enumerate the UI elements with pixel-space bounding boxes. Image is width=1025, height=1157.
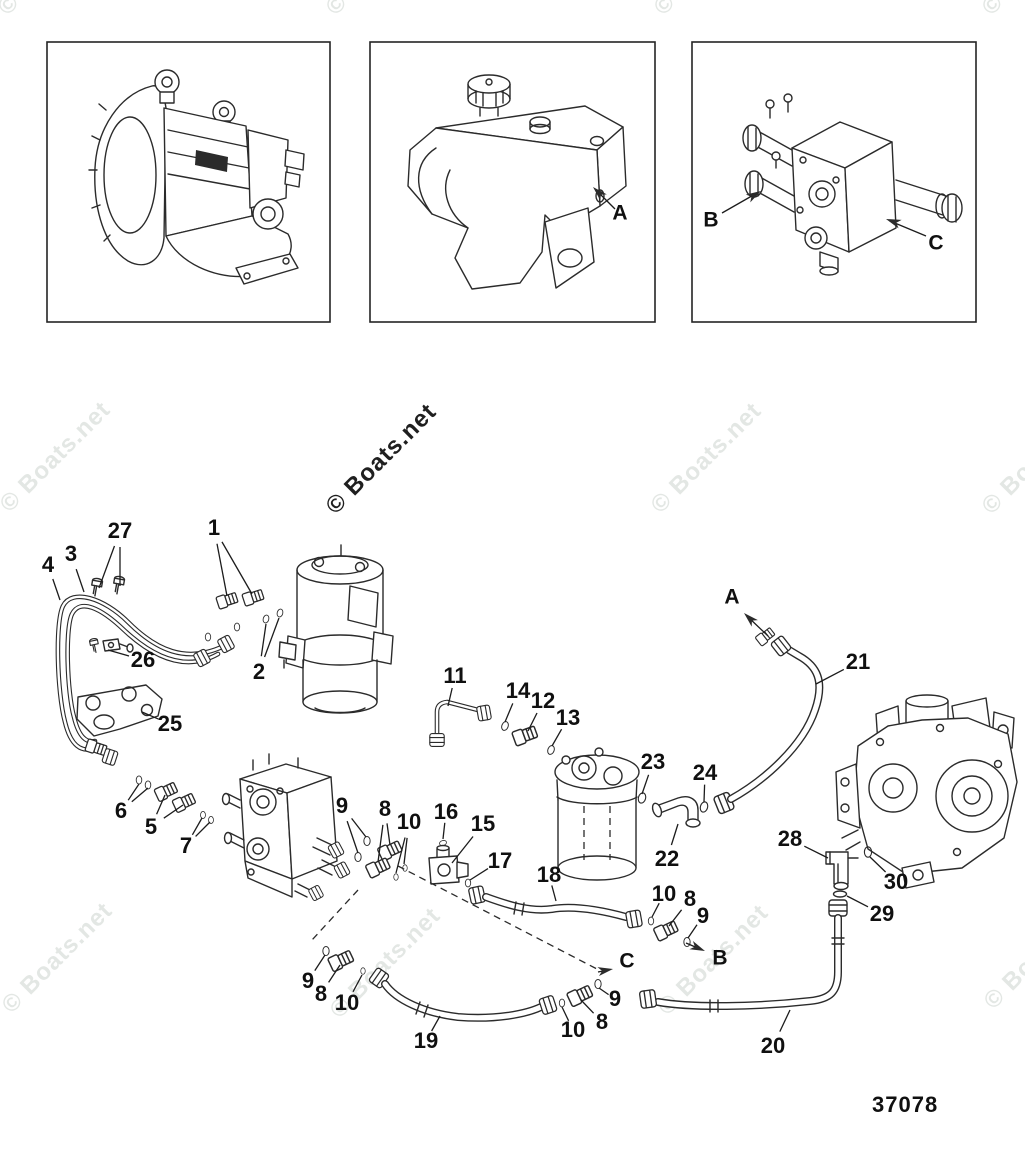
hose-20 (638, 899, 848, 1013)
callout-21: 21 (845, 649, 871, 674)
dashed-alignment-lines (311, 865, 598, 970)
callout-16: 16 (433, 799, 459, 824)
pump-motor-unit (278, 544, 394, 714)
callout-8: 8 (378, 796, 392, 821)
callout-2: 2 (252, 659, 266, 684)
callout-24: 24 (692, 760, 718, 785)
callout-leader-lines (52, 541, 887, 1032)
callout-28: 28 (777, 826, 803, 851)
callout-19: 19 (413, 1028, 439, 1053)
steel-tubes-3-4 (55, 594, 236, 767)
callout-26: 26 (130, 647, 156, 672)
callout-1: 1 (207, 515, 221, 540)
callout-14: 14 (505, 678, 531, 703)
ref-arrow-b-thumb (721, 187, 764, 214)
callout-22: 22 (654, 846, 680, 871)
hose-21 (712, 609, 824, 816)
callout-27: 27 (107, 518, 133, 543)
tube-11-and-fittings-12-13-14 (429, 699, 557, 756)
manifold-valve-body (221, 753, 351, 902)
ref-arrow-a-main (740, 609, 769, 637)
ref-arrow-b-main (685, 940, 707, 956)
callout-a: A (612, 201, 628, 225)
callout-10: 10 (651, 881, 677, 906)
valve-manifold-thumbnail (721, 93, 963, 276)
callout-10: 10 (334, 990, 360, 1015)
thumbnail-box-3 (691, 41, 977, 323)
mounting-plate-25 (76, 684, 163, 737)
hydraulic-pump-assembly (835, 694, 1018, 889)
ref-arrow-c-thumb (884, 214, 927, 237)
callout-4: 4 (41, 552, 55, 577)
callout-9: 9 (335, 793, 349, 818)
tee-fitting-15-16-17 (428, 839, 472, 888)
callout-8: 8 (595, 1009, 609, 1034)
thumbnail-box-2 (369, 41, 656, 323)
callout-7: 7 (179, 833, 193, 858)
callout-17: 17 (487, 848, 513, 873)
diagram-number: 37078 (872, 1092, 939, 1117)
callout-a: A (724, 585, 740, 609)
callout-20: 20 (760, 1033, 786, 1058)
callout-29: 29 (869, 901, 895, 926)
thumbnail-box-1 (46, 41, 331, 323)
callout-9: 9 (301, 968, 315, 993)
callout-8: 8 (683, 886, 697, 911)
elbow-28-orings-29-30 (825, 846, 873, 898)
callout-11: 11 (443, 663, 467, 688)
callout-9: 9 (608, 986, 622, 1011)
callout-8: 8 (314, 981, 328, 1006)
callout-30: 30 (883, 869, 909, 894)
ref-arrow-c-main (597, 964, 614, 977)
callout-b: B (703, 208, 719, 232)
filter-assembly (554, 747, 640, 881)
callout-b: B (712, 946, 728, 970)
callout-25: 25 (157, 711, 183, 736)
ref-arrow-a-thumb (589, 183, 616, 210)
callout-6: 6 (114, 798, 128, 823)
clamp-26 (88, 637, 134, 654)
callout-c: C (619, 949, 635, 973)
hose-19 (367, 966, 558, 1022)
elbow-22-orings-23-24 (636, 791, 710, 828)
callout-23: 23 (640, 749, 666, 774)
callout-12: 12 (530, 688, 556, 713)
reservoir-thumbnail (407, 74, 627, 290)
callout-c: C (928, 231, 944, 255)
transmission-thumbnail (88, 69, 305, 285)
callout-10: 10 (560, 1017, 586, 1042)
callout-5: 5 (144, 814, 158, 839)
hose-18 (467, 884, 644, 929)
callout-3: 3 (64, 541, 78, 566)
callout-10: 10 (396, 809, 422, 834)
callout-15: 15 (470, 811, 496, 836)
callout-13: 13 (555, 705, 581, 730)
callout-9: 9 (696, 903, 710, 928)
callout-18: 18 (536, 862, 562, 887)
